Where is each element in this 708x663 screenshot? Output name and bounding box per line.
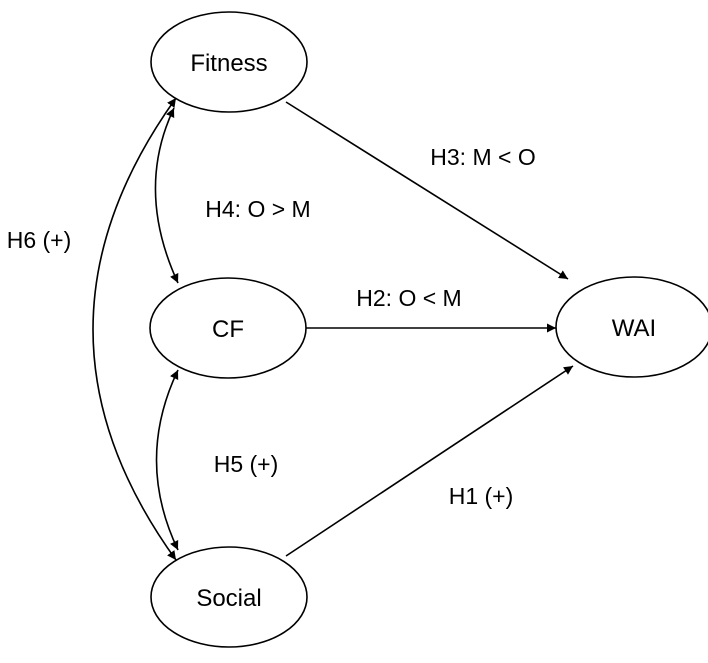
edge-label-h6: H6 (+) bbox=[7, 227, 72, 253]
edge-social-to-wai bbox=[285, 365, 574, 557]
edge-label-h1: H1 (+) bbox=[449, 483, 514, 509]
node-social: Social bbox=[150, 546, 308, 648]
edge-cf-social bbox=[155, 369, 179, 551]
node-cf-label: CF bbox=[212, 316, 244, 343]
node-social-label: Social bbox=[196, 585, 261, 612]
edge-fitness-social bbox=[92, 97, 177, 561]
node-social-shape bbox=[150, 546, 308, 648]
edge-label-h5: H5 (+) bbox=[214, 451, 279, 477]
edge-label-h4: H4: O > M bbox=[205, 196, 310, 222]
edge-fitness-cf bbox=[154, 107, 179, 284]
node-fitness-shape bbox=[150, 11, 308, 113]
edge-fitness-to-wai bbox=[285, 101, 569, 280]
node-wai: WAI bbox=[555, 276, 708, 378]
node-cf-shape bbox=[149, 277, 307, 379]
edge-label-h3: H3: M < O bbox=[430, 144, 535, 170]
node-fitness-label: Fitness bbox=[190, 50, 267, 77]
edge-label-h2: H2: O < M bbox=[356, 285, 461, 311]
node-fitness: Fitness bbox=[150, 11, 308, 113]
node-cf: CF bbox=[149, 277, 307, 379]
node-wai-label: WAI bbox=[612, 315, 656, 342]
node-wai-shape bbox=[555, 276, 708, 378]
